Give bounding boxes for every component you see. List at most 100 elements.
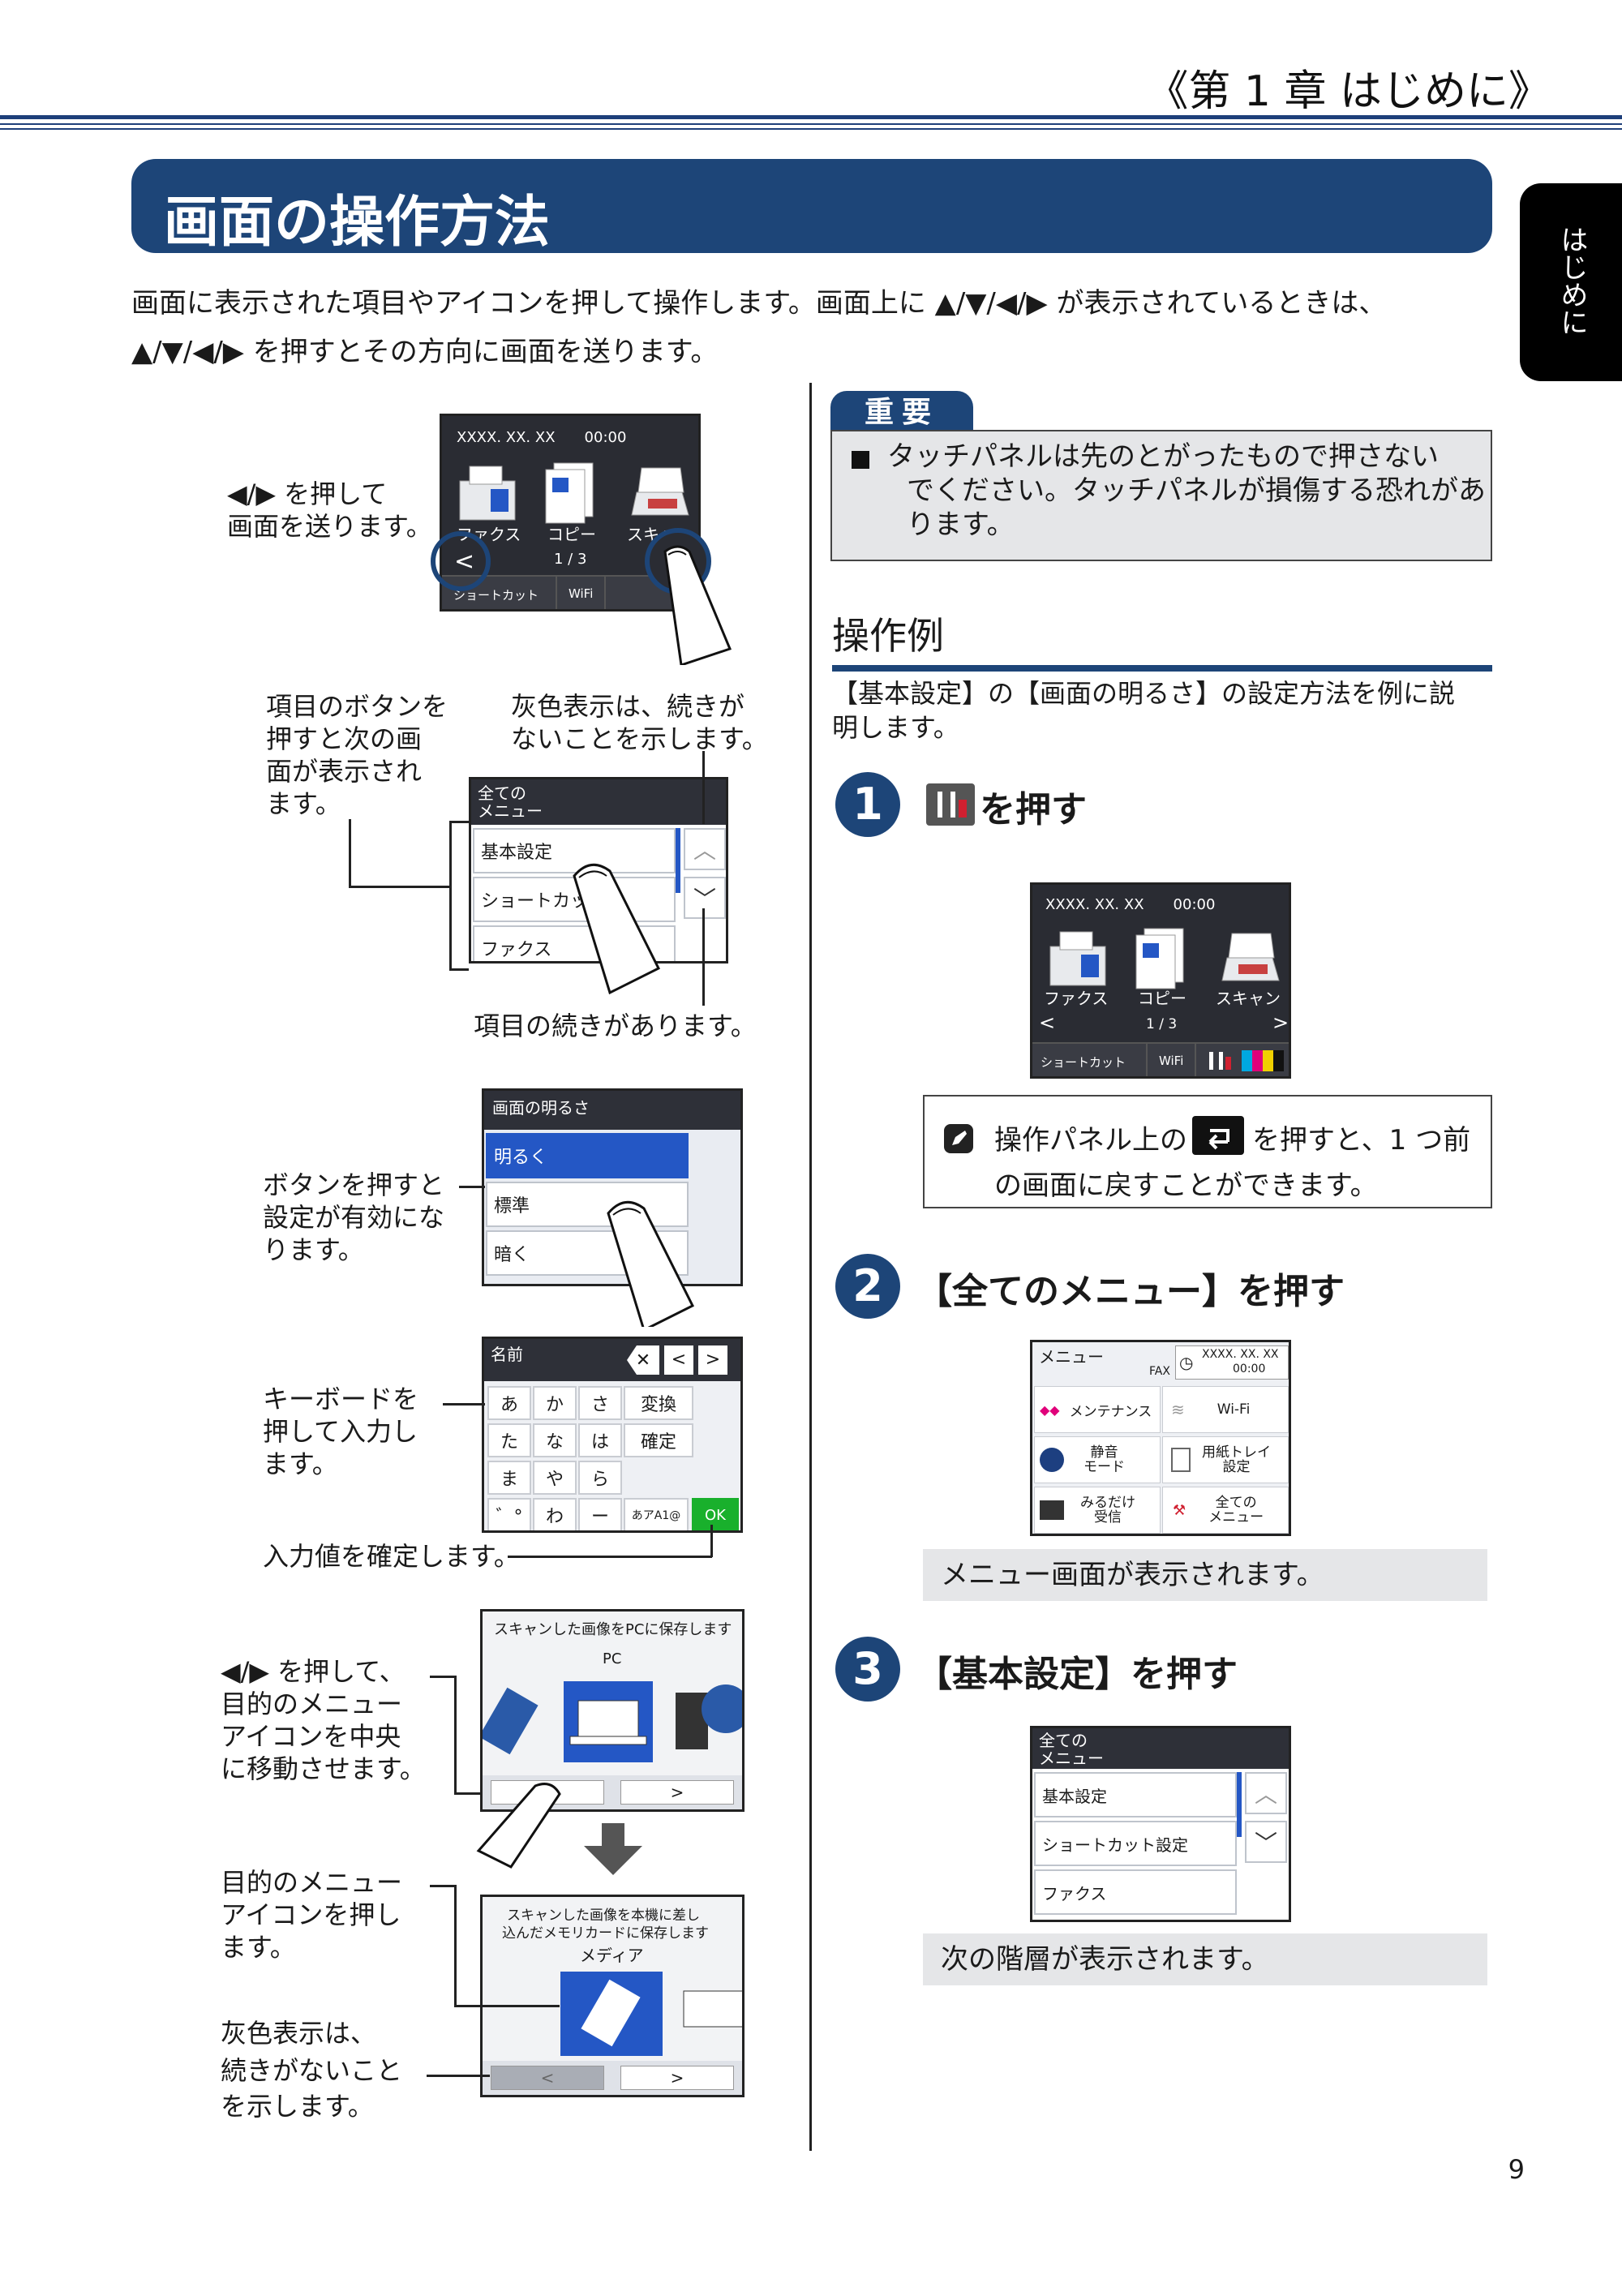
all-menu-screen-example: 全ての メニュー 基本設定 ショートカッ ファクス ︿ ﹀	[469, 777, 728, 963]
key[interactable]: た	[487, 1423, 531, 1457]
next-page-icon[interactable]: >	[1272, 1011, 1289, 1034]
key[interactable]: ま	[487, 1461, 531, 1495]
brightness-header: 画面の明るさ	[484, 1091, 740, 1130]
header-rule	[0, 115, 1622, 119]
side-tab-label: はじめに	[1555, 225, 1588, 336]
ok-button[interactable]: OK	[692, 1498, 739, 1530]
caption-gray-1: 灰色表示は、続きが	[511, 691, 745, 722]
menu-item-basic[interactable]: 基本設定	[473, 828, 676, 873]
wifi-icon: ≋	[1171, 1400, 1185, 1419]
icon-label-copy[interactable]: コピー	[1138, 989, 1186, 1008]
cursor-left-icon[interactable]: <	[664, 1345, 693, 1375]
copy-icon	[545, 462, 594, 524]
caption-keyboard-2: 押して入力し	[263, 1416, 418, 1447]
status-bar: XXXX. XX. XX 00:00	[457, 429, 627, 446]
caption-move-3: アイコンを中央	[221, 1721, 401, 1752]
key[interactable]: わ	[533, 1498, 577, 1530]
shortcut-label[interactable]: ショートカット	[1041, 1055, 1126, 1070]
caption-gray2-3: を示します。	[221, 2091, 374, 2122]
scroll-thumb	[676, 828, 680, 893]
option-bright[interactable]: 明るく	[486, 1133, 689, 1178]
bottom-bar: ショートカット WiFi	[1032, 1042, 1289, 1076]
menu-view-only-receive[interactable]: みるだけ 受信	[1034, 1487, 1161, 1534]
scan-pc-screen-example: スキャンした画像をPCに保存します PC >	[480, 1609, 744, 1812]
key[interactable]: ゛°	[487, 1498, 531, 1530]
maintenance-icon: ◆◆	[1040, 1401, 1060, 1418]
tap-hand-illustration	[573, 863, 661, 995]
caption-button-setting-1: ボタンを押すと	[263, 1169, 445, 1200]
step-number-1: 1	[835, 772, 900, 837]
important-text-1: タッチパネルは先のとがったもので押さない	[887, 440, 1439, 473]
settings-tools-icon[interactable]	[1199, 1050, 1235, 1071]
keyboard-screen-example: 名前 ✕ < > あ か さ 変換 た な は 確定 ま や ら ゛° わ ー …	[482, 1337, 743, 1533]
scan-media-screen-example: スキャンした画像を本機に差し 込んだメモリカードに保存します メディア < >	[480, 1895, 744, 2097]
paper-tray-icon	[1171, 1448, 1191, 1472]
key-confirm[interactable]: 確定	[624, 1423, 693, 1457]
key[interactable]: さ	[578, 1386, 622, 1420]
bullet-square-icon	[852, 451, 869, 469]
menu-item-shortcut-settings[interactable]: ショートカット設定	[1034, 1821, 1237, 1866]
caption-gray2-1: 灰色表示は、	[221, 2018, 377, 2049]
caption-confirm: 入力値を確定します。	[263, 1541, 520, 1572]
scan-header-1: スキャンした画像を本機に差し	[507, 1908, 700, 1924]
scroll-right-button[interactable]: >	[620, 1780, 734, 1805]
menu-all-menus[interactable]: ⚒ 全ての メニュー	[1162, 1487, 1289, 1534]
finger-icon	[573, 863, 661, 995]
caption-gray2-2: 続きがないこと	[221, 2055, 403, 2086]
swipe-hand-illustration: <	[431, 528, 732, 665]
key[interactable]: あ	[487, 1386, 531, 1420]
option-standard[interactable]: 標準	[486, 1182, 689, 1227]
date-time-box: ◷ XXXX. XX. XX 00:00	[1175, 1345, 1289, 1380]
pc-icon	[683, 1990, 742, 2028]
menu-quiet-mode[interactable]: 静音 モード	[1034, 1436, 1161, 1483]
svg-text:<: <	[454, 547, 474, 576]
menu-tray-settings[interactable]: 用紙トレイ 設定	[1162, 1436, 1289, 1483]
cursor-right-icon[interactable]: >	[698, 1345, 727, 1375]
fax-preview-icon	[1040, 1500, 1064, 1520]
wifi-label[interactable]: WiFi	[1159, 1054, 1184, 1068]
menu-header: 全ての メニュー	[471, 779, 726, 825]
status-bar: XXXX. XX. XX 00:00	[1045, 896, 1216, 913]
ink-level-icon[interactable]	[1242, 1050, 1284, 1071]
example-desc-1: 【基本設定】の【画面の明るさ】の設定方法を例に説	[832, 678, 1456, 709]
key[interactable]: は	[578, 1423, 622, 1457]
prev-page-icon[interactable]: <	[1039, 1011, 1056, 1034]
scroll-left-button-disabled: <	[491, 2066, 604, 2090]
key[interactable]: な	[533, 1423, 577, 1457]
settings-tools-icon: ⚒	[1173, 1501, 1186, 1519]
arrow-down-icon	[584, 1823, 642, 1875]
caption-button-setting-2: 設定が有効にな	[263, 1202, 445, 1233]
home-icons	[459, 462, 689, 524]
intro-line-1: 画面に表示された項目やアイコンを押して操作します。画面上に ▲/▼/◀/▶ が表…	[131, 287, 1387, 320]
scroll-down-icon[interactable]: ﹀	[1245, 1821, 1287, 1863]
usb-memory-icon	[483, 1687, 539, 1755]
scroll-up-icon: ︿	[684, 828, 726, 870]
scan-icon	[631, 467, 689, 516]
icon-label-fax[interactable]: ファクス	[1044, 989, 1109, 1008]
key-convert[interactable]: 変換	[624, 1386, 693, 1420]
caption-more-items: 項目の続きがあります。	[474, 1011, 757, 1041]
key[interactable]: や	[533, 1461, 577, 1495]
menu-item-basic[interactable]: 基本設定	[1034, 1772, 1237, 1817]
fax-indicator: FAX	[1149, 1365, 1170, 1378]
key[interactable]: か	[533, 1386, 577, 1420]
menu-wifi[interactable]: ≋ Wi-Fi	[1162, 1386, 1289, 1433]
key[interactable]: ら	[578, 1461, 622, 1495]
keyboard-header: 名前	[484, 1339, 740, 1381]
brightness-screen-example: 画面の明るさ 明るく 標準 暗く	[482, 1088, 743, 1286]
step-title-2: 【全てのメニュー】を押す	[916, 1271, 1345, 1312]
fax-icon	[1049, 931, 1106, 986]
icon-label-scan[interactable]: スキャン	[1216, 989, 1281, 1008]
menu-item-fax[interactable]: ファクス	[1034, 1869, 1237, 1915]
clock-icon: ◷	[1179, 1353, 1194, 1372]
key[interactable]: ー	[578, 1498, 622, 1530]
scroll-right-button[interactable]: >	[620, 2066, 734, 2090]
header-rule	[0, 128, 1622, 130]
scroll-down-icon[interactable]: ﹀	[684, 877, 726, 919]
key-mode[interactable]: あアA1@	[624, 1498, 689, 1530]
scroll-thumb	[1237, 1772, 1242, 1837]
caption-move-2: 目的のメニュー	[221, 1689, 403, 1719]
menu-maintenance[interactable]: ◆◆ メンテナンス	[1034, 1386, 1161, 1433]
note-pencil-icon	[944, 1124, 973, 1153]
step-title-1: を押す	[980, 789, 1087, 830]
